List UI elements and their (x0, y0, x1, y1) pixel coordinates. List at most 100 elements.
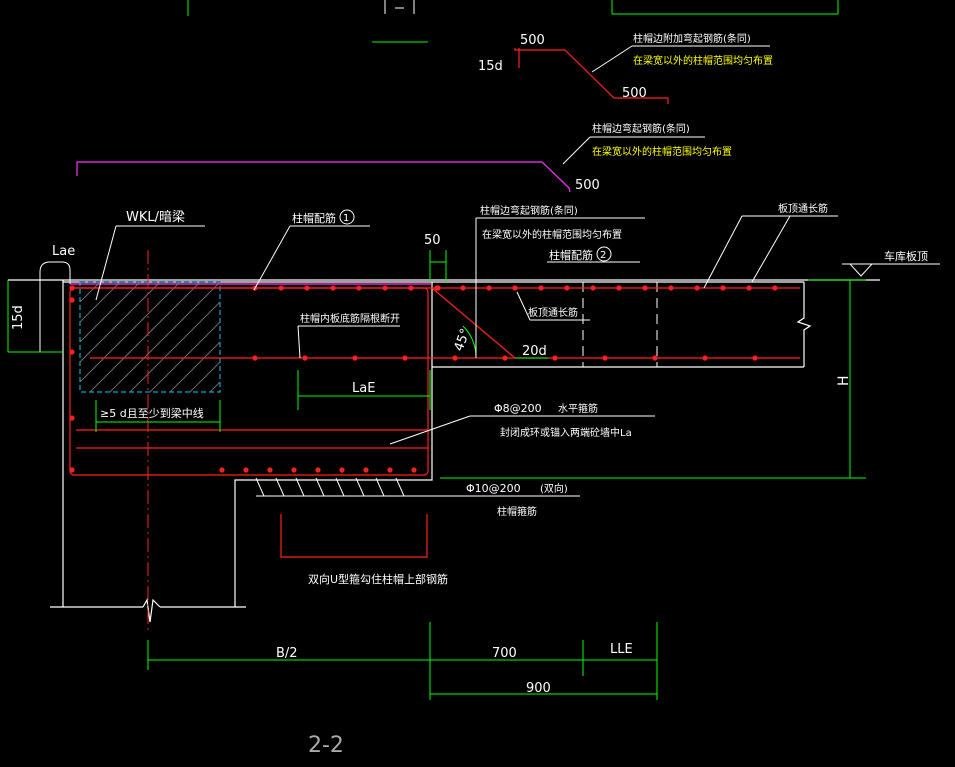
lae-anchor: Lae 15d (7, 244, 75, 353)
rebar2-label: 柱帽配筋 (549, 248, 593, 262)
rebar-dot (702, 355, 708, 361)
rebar-dot (408, 285, 414, 291)
anchor-dim-group: ≥5 d且至少到梁中线 (95, 400, 221, 432)
bent-bar-detail-top: 500 15d 500 柱帽边附加弯起钢筋(条同) 在梁宽以外的柱帽范围均匀布置 (478, 32, 773, 104)
rebar-dot (69, 467, 75, 473)
dim-15d-b: 15d (11, 305, 26, 330)
rebar-dot (642, 285, 648, 291)
rebar-dot (243, 467, 249, 473)
rebar-dot (602, 355, 608, 361)
beam-hatch-area (79, 281, 221, 393)
rebar-dot (69, 349, 75, 355)
angle-45: 45° (452, 327, 474, 354)
dim-500-b: 500 (622, 86, 647, 101)
rebar-dot (435, 285, 441, 291)
anchor-note: ≥5 d且至少到梁中线 (100, 406, 204, 420)
rebar-dot (752, 355, 758, 361)
garage-roof-marker: 车库板顶 (842, 249, 940, 277)
u-bar-detail: 双向U型箍勾住柱帽上部钢筋 (280, 514, 448, 586)
rebar-dot (363, 467, 369, 473)
rebar-dot (252, 355, 258, 361)
note1-line2: 在梁宽以外的柱帽范围均匀布置 (633, 54, 773, 67)
slab-top-long-label: 板顶通长筋 (528, 306, 578, 319)
dim-20d: 20d (522, 344, 547, 359)
note3-line1: 柱帽边弯起钢筋(条同) (480, 204, 578, 217)
rebar-dot (315, 467, 321, 473)
rebar-dot (304, 285, 310, 291)
dim-laE: LaE (352, 381, 375, 396)
dim-LLE: LLE (610, 642, 633, 657)
rebar1-number: 1 (343, 213, 349, 224)
stirrup2-label: 柱帽箍筋 (497, 505, 537, 518)
rebar-dot (278, 285, 284, 291)
rebar-dot (616, 285, 622, 291)
rebar-dot (219, 467, 225, 473)
rebar-dot (564, 285, 570, 291)
note3-line2: 在梁宽以外的柱帽范围均匀布置 (482, 228, 622, 241)
rebar-dot (69, 297, 75, 303)
stirrup2-spec: Φ10@200 (466, 482, 521, 495)
rebar-dot (411, 467, 417, 473)
dim-50: 50 (424, 233, 441, 248)
rebar-dot (382, 285, 388, 291)
rebar1-marker (339, 209, 355, 225)
angle-group: 45° 20d (452, 282, 548, 359)
stirrup1-spec: Φ8@200 (494, 402, 542, 415)
bottom-dims (147, 622, 658, 700)
rebar-dot (590, 285, 596, 291)
cap-stirrup-legs (255, 477, 420, 497)
dim-B2: B/2 (276, 646, 298, 661)
dim-500-a: 500 (520, 33, 545, 48)
rebar-dot (291, 467, 297, 473)
rebar-dot (69, 285, 75, 291)
rebar-dot (486, 285, 492, 291)
rebar-dot (267, 467, 273, 473)
dim-15d-a: 15d (478, 59, 503, 74)
dim-50-group: 50 (424, 233, 447, 282)
rebar-dot (552, 355, 558, 361)
rebar-dot (302, 355, 308, 361)
rebar2-number: 2 (600, 250, 606, 261)
rebar-dot (512, 285, 518, 291)
rebar-dot (402, 355, 408, 361)
rebar-dot (652, 355, 658, 361)
rebar-dot (339, 467, 345, 473)
rebar-dots (69, 285, 778, 473)
rebar-dot (538, 285, 544, 291)
rebar-dot (352, 355, 358, 361)
slab-joint-lines (582, 282, 658, 367)
rebar-dot (387, 467, 393, 473)
slab-top-long-label-right: 板顶通长筋 (778, 202, 828, 215)
wkl-label: WKL/暗梁 (126, 210, 185, 225)
note1-line1: 柱帽边附加弯起钢筋(条同) (633, 32, 751, 45)
laE-dim-group: LaE (297, 370, 431, 410)
structure-outline (8, 279, 880, 623)
rebar-dot (460, 285, 466, 291)
rebar-dot (69, 415, 75, 421)
dim-700: 700 (492, 646, 517, 661)
dim-500-c: 500 (575, 178, 600, 193)
rebar-dot (746, 285, 752, 291)
top-fragments (187, 0, 839, 43)
note2-line1: 柱帽边弯起钢筋(条同) (592, 122, 690, 135)
dim-lae: Lae (52, 244, 75, 259)
rebar-dot (694, 285, 700, 291)
rebar-dot (452, 355, 458, 361)
garage-roof-label: 车库板顶 (884, 249, 928, 263)
leaders (95, 215, 838, 497)
u-bar-label: 双向U型箍勾住柱帽上部钢筋 (308, 572, 448, 586)
rebar-group (69, 287, 800, 476)
rebar-dot (356, 285, 362, 291)
h-dim-group: H (440, 279, 866, 479)
rebar-dot (502, 355, 508, 361)
rebar-dot (772, 285, 778, 291)
rebar-dot (720, 285, 726, 291)
section-title: 2-2 (308, 733, 344, 758)
rebar2-marker (596, 246, 612, 262)
stirrup1-label: 水平箍筋 (558, 402, 598, 415)
dim-H: H (836, 375, 852, 386)
rebar-dot (330, 285, 336, 291)
rebar1-label: 柱帽配筋 (292, 211, 336, 225)
